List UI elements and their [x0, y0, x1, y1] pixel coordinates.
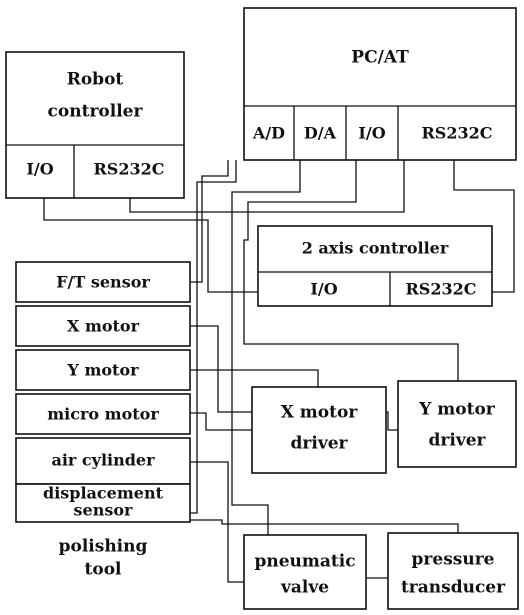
- axis-port-io: I/O: [310, 280, 337, 299]
- axis-port-rs232c: RS232C: [406, 280, 477, 299]
- pc-at-title: PC/AT: [351, 48, 409, 68]
- wire-micro-motor-to-x-driver: [190, 412, 252, 431]
- wire-air-cylinder-to-pneumatic-valve: [190, 461, 244, 583]
- y-driver-label-1: Y motor: [418, 400, 496, 420]
- axis-controller-title: 2 axis controller: [302, 239, 449, 258]
- x-motor-label: X motor: [67, 317, 140, 336]
- air-cylinder-label: air cylinder: [51, 451, 155, 470]
- robot-controller-title-2: controller: [48, 102, 144, 122]
- pressure-transducer-label-2: transducer: [401, 578, 506, 598]
- wire-y-motor-to-x-driver: [190, 369, 319, 387]
- polishing-tool-caption-1: polishing: [59, 537, 148, 557]
- displacement-label-1: displacement: [43, 484, 164, 503]
- robot-controller-title-1: Robot: [67, 70, 124, 90]
- robot-controller-block: Robot controller I/O RS232C: [5, 51, 185, 199]
- pc-port-da: D/A: [304, 124, 337, 143]
- displacement-label-2: sensor: [74, 501, 134, 520]
- wire-pc-rs232c-to-axis-rs232c: [453, 160, 515, 293]
- wire-pc-ad-to-displacement: [190, 160, 237, 514]
- micro-motor-label: micro motor: [47, 405, 159, 424]
- y-motor-label: Y motor: [66, 361, 139, 380]
- pneumatic-valve-label-2: valve: [280, 578, 329, 598]
- pc-at-block: PC/AT A/D D/A I/O RS232C: [243, 7, 517, 161]
- ft-sensor-label: F/T sensor: [56, 273, 150, 292]
- connection-wires: [43, 160, 515, 583]
- axis-controller-block: 2 axis controller I/O RS232C: [257, 225, 493, 307]
- robot-port-rs232c: RS232C: [94, 160, 165, 179]
- pressure-transducer-label-1: pressure: [412, 550, 495, 570]
- y-driver-label-2: driver: [429, 431, 487, 451]
- x-driver-label-1: X motor: [281, 403, 359, 423]
- wire-robot-rs232c-to-pc-rs232c: [129, 160, 405, 213]
- wire-robot-io-to-axis-io: [43, 198, 258, 293]
- pressure-transducer-block: pressure transducer: [387, 532, 519, 610]
- pneumatic-valve-label-1: pneumatic: [254, 552, 355, 572]
- pc-port-ad: A/D: [252, 124, 285, 143]
- wire-pc-io-to-y-driver: [243, 160, 459, 381]
- robot-port-io: I/O: [26, 160, 53, 179]
- x-driver-label-2: driver: [291, 434, 349, 454]
- pc-port-rs232c: RS232C: [422, 124, 493, 143]
- wire-pc-ad-to-ft-sensor: [190, 160, 229, 283]
- x-motor-driver-block: X motor driver: [251, 386, 387, 474]
- pneumatic-valve-block: pneumatic valve: [243, 534, 367, 610]
- y-motor-driver-block: Y motor driver: [397, 380, 517, 468]
- polishing-tool-caption-2: tool: [85, 560, 123, 580]
- polishing-tool-block: F/T sensor X motor Y motor micro motor a…: [15, 261, 191, 580]
- wire-displacement-to-transducer: [190, 519, 459, 533]
- pc-port-io: I/O: [358, 124, 385, 143]
- wire-pc-da-to-pneumatic-valve: [231, 160, 301, 535]
